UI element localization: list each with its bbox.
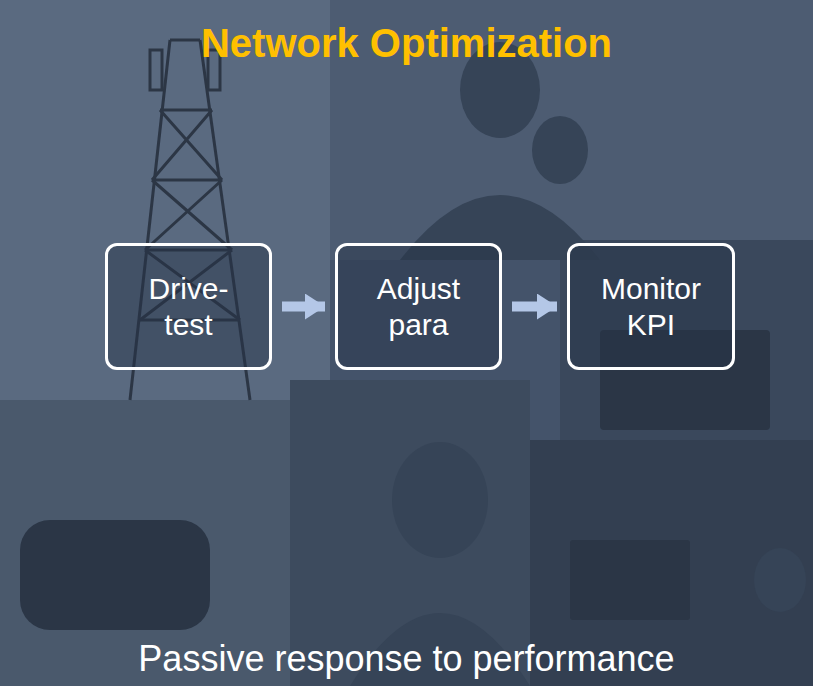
- box-label: Monitor KPI: [595, 271, 707, 343]
- box-label: Adjust para: [363, 271, 475, 343]
- diagram-caption: Passive response to performance: [20, 637, 793, 680]
- equipment: [20, 330, 770, 630]
- box-label: Drive-test: [133, 271, 245, 343]
- flow-arrow: [512, 302, 557, 312]
- flow-arrow: [282, 302, 325, 312]
- process-box: Adjust para: [335, 243, 502, 370]
- diagram-title: Network Optimization: [0, 20, 813, 66]
- laptop-panel: [560, 240, 813, 440]
- process-box: Drive-test: [105, 243, 272, 370]
- process-box: Monitor KPI: [567, 243, 735, 370]
